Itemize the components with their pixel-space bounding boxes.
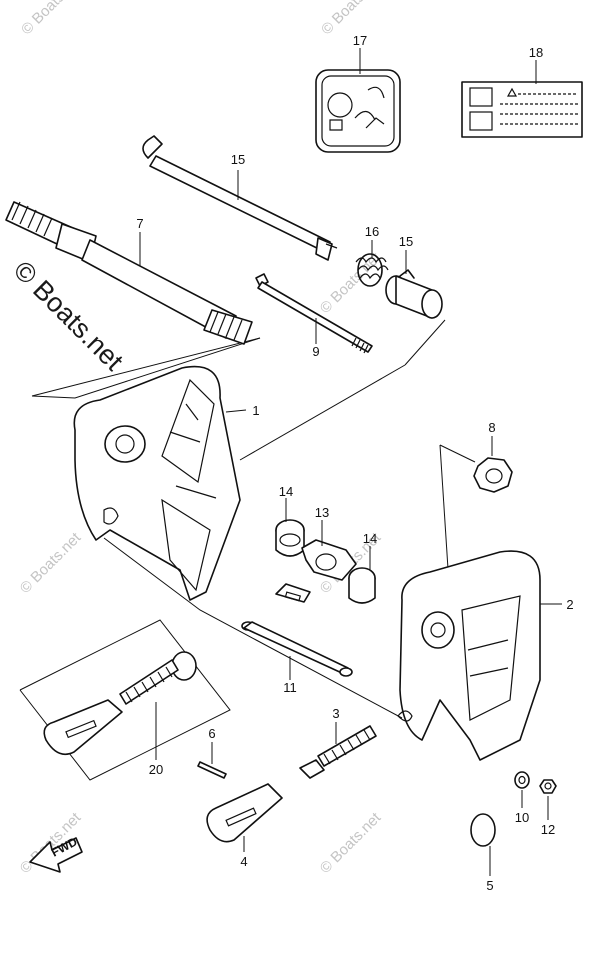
callout-number: 17 [353, 33, 367, 48]
callout-numbers: 17 18 15 7 16 15 9 1 8 14 13 14 2 11 3 6… [136, 33, 573, 893]
callout-number: 15 [231, 152, 245, 167]
part-5-cap [470, 813, 496, 847]
part-10-washer [514, 771, 530, 789]
part-17-spring [355, 253, 389, 287]
part-19-warning-label [461, 81, 583, 138]
part-2-clamp-bracket-right [397, 550, 541, 761]
callout-number: 6 [208, 726, 215, 741]
part-16-knob [385, 269, 443, 319]
callout-number: 4 [240, 854, 247, 869]
callout-number: 11 [283, 680, 297, 695]
part-13-spacer-plate [275, 539, 357, 603]
callout-number: 18 [529, 45, 543, 60]
callout-number: 14 [363, 531, 377, 546]
callout-number: 13 [315, 505, 329, 520]
callout-number: 15 [399, 234, 413, 249]
part-8-hex-nut [473, 457, 513, 493]
part-14-bushing-right [348, 567, 376, 604]
callout-leaders [139, 48, 562, 876]
callout-number: 16 [365, 224, 379, 239]
part-1-clamp-bracket-left [73, 365, 241, 601]
callout-number: 14 [279, 484, 293, 499]
part-15-rod [142, 135, 338, 261]
part-6-pin [197, 761, 227, 779]
part-3-clamp-screw [299, 725, 377, 779]
callout-number: 12 [541, 822, 555, 837]
callout-number: 10 [515, 810, 529, 825]
callout-number: 9 [312, 344, 319, 359]
callout-number: 1 [252, 403, 259, 418]
part-4-clamp-handle [206, 783, 283, 843]
part-12-nut [539, 779, 557, 794]
part-9-bolt [255, 273, 373, 354]
part-18-decal [315, 69, 401, 153]
part-11-pin [241, 621, 353, 677]
callout-number: 8 [488, 420, 495, 435]
callout-number: 3 [332, 706, 339, 721]
callout-number: 2 [566, 597, 573, 612]
watermark: © Boats.net [17, 529, 85, 597]
part-20-clamp-screw [43, 651, 197, 756]
part-14-bushing-left [275, 519, 305, 557]
assembly-divider-lines [19, 319, 476, 781]
callout-number: 7 [136, 216, 143, 231]
watermark: © Boats.net [18, 0, 86, 38]
callout-number: 20 [149, 762, 163, 777]
part-7-threaded-shaft [5, 201, 253, 345]
watermark: © Boats.net [317, 809, 385, 877]
callout-number: 5 [486, 878, 493, 893]
